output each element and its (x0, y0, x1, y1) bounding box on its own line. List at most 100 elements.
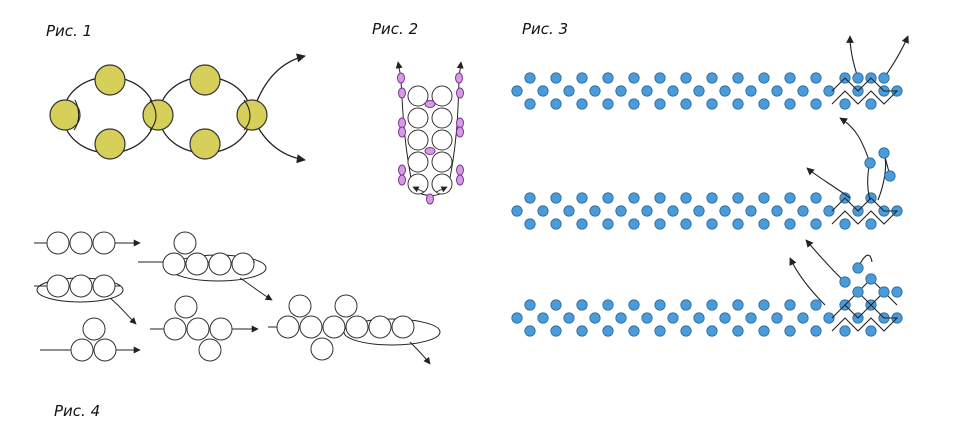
blue-bead (758, 325, 770, 337)
blue-bead (810, 325, 822, 337)
blue-bead (654, 218, 666, 230)
blue-bead (797, 85, 809, 97)
blue-bead (641, 312, 653, 324)
figure-1-beads (49, 64, 268, 160)
blue-bead (563, 85, 575, 97)
blue-bead (576, 218, 588, 230)
blue-bead (706, 98, 718, 110)
blue-bead (797, 205, 809, 217)
blue-bead (732, 299, 744, 311)
blue-bead (628, 299, 640, 311)
blue-bead (771, 85, 783, 97)
blue-bead (865, 325, 877, 337)
blue-bead (719, 312, 731, 324)
blue-bead (511, 312, 523, 324)
blue-bead (654, 98, 666, 110)
blue-bead (771, 205, 783, 217)
blue-bead (511, 85, 523, 97)
blue-bead (680, 192, 692, 204)
blue-bead (602, 72, 614, 84)
blue-bead (823, 312, 835, 324)
blue-bead (732, 72, 744, 84)
blue-bead (550, 72, 562, 84)
blue-bead (680, 218, 692, 230)
blue-bead (524, 98, 536, 110)
blue-bead (524, 299, 536, 311)
blue-bead (693, 85, 705, 97)
yellow-bead (142, 99, 174, 131)
blue-bead (576, 325, 588, 337)
blue-bead (576, 98, 588, 110)
yellow-bead (236, 99, 268, 131)
figure-1-weave (49, 53, 306, 164)
blue-bead (602, 218, 614, 230)
blue-bead (550, 218, 562, 230)
blue-bead (524, 192, 536, 204)
blue-bead (758, 299, 770, 311)
bead-strip-1 (511, 72, 903, 110)
blue-bead (628, 72, 640, 84)
blue-bead (784, 325, 796, 337)
blue-bead (758, 72, 770, 84)
figure-2-weave (395, 61, 464, 205)
blue-bead (823, 85, 835, 97)
blue-bead (550, 192, 562, 204)
blue-bead (865, 98, 877, 110)
blue-bead (654, 299, 666, 311)
figure-2-label: Рис. 2 (372, 20, 419, 38)
blue-bead (810, 192, 822, 204)
blue-bead (667, 85, 679, 97)
blue-bead (732, 218, 744, 230)
blue-bead (706, 299, 718, 311)
blue-bead (667, 312, 679, 324)
blue-bead (537, 85, 549, 97)
blue-bead (719, 205, 731, 217)
blue-bead (576, 299, 588, 311)
blue-bead (628, 325, 640, 337)
blue-bead (758, 218, 770, 230)
blue-bead (563, 312, 575, 324)
blue-bead (758, 192, 770, 204)
blue-bead (706, 192, 718, 204)
blue-bead (839, 325, 851, 337)
blue-bead (511, 205, 523, 217)
blue-bead (758, 98, 770, 110)
blue-bead (784, 72, 796, 84)
blue-bead (810, 98, 822, 110)
blue-bead (524, 72, 536, 84)
blue-bead (615, 205, 627, 217)
blue-bead (602, 192, 614, 204)
blue-bead (732, 98, 744, 110)
yellow-bead (189, 64, 221, 96)
blue-bead (745, 85, 757, 97)
blue-bead (602, 299, 614, 311)
blue-bead (839, 218, 851, 230)
blue-bead (667, 205, 679, 217)
blue-bead (628, 192, 640, 204)
blue-bead (693, 205, 705, 217)
blue-bead (732, 325, 744, 337)
blue-bead (810, 218, 822, 230)
blue-bead (654, 325, 666, 337)
blue-bead (706, 72, 718, 84)
figure-2-outline-beads (407, 85, 453, 195)
blue-bead (680, 72, 692, 84)
blue-bead (589, 205, 601, 217)
blue-bead (615, 312, 627, 324)
blue-bead (550, 98, 562, 110)
blue-bead (563, 205, 575, 217)
blue-bead (589, 85, 601, 97)
blue-bead (706, 325, 718, 337)
blue-bead (576, 72, 588, 84)
blue-bead (680, 299, 692, 311)
blue-bead (628, 98, 640, 110)
blue-bead (641, 85, 653, 97)
yellow-bead (189, 128, 221, 160)
blue-bead (537, 312, 549, 324)
blue-bead (732, 192, 744, 204)
blue-bead (602, 325, 614, 337)
blue-bead (524, 218, 536, 230)
figure-3-extra-beads (839, 72, 903, 298)
blue-bead (537, 205, 549, 217)
